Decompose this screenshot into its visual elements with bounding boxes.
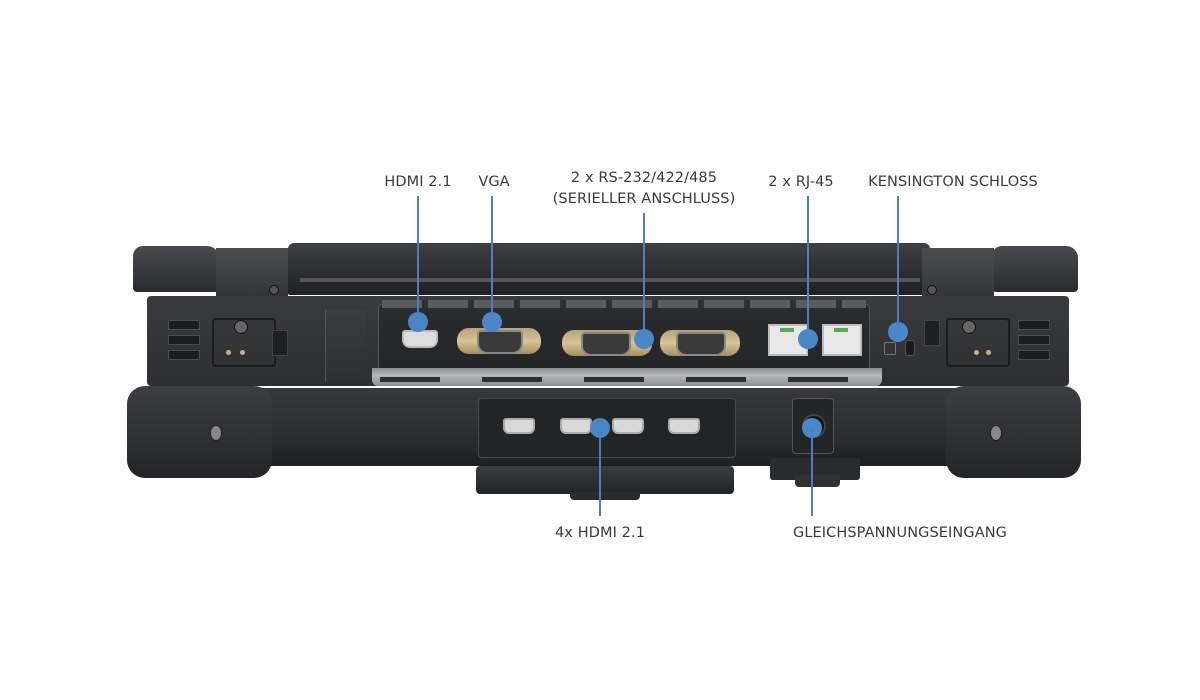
screw-icon: [269, 285, 279, 295]
port-panel-top-ribs: [382, 300, 866, 308]
marker-dot-rj45: [798, 329, 818, 349]
dock-connector: [476, 466, 734, 494]
screw-icon: [962, 320, 976, 334]
leader-line-serial: [643, 213, 645, 339]
left-hinge: [133, 246, 219, 292]
serial-port-2-inner: [676, 332, 726, 356]
left-bumper: [127, 386, 272, 478]
left-latch-area: [160, 310, 330, 380]
right-bumper: [946, 386, 1081, 478]
kensington-lock-slot: [905, 340, 915, 356]
leader-line-hdmi4: [599, 428, 601, 516]
leader-line-dc: [811, 428, 813, 516]
hdmi-port: [402, 330, 438, 348]
mini-hdmi-port-1: [503, 418, 535, 434]
leader-line-hdmi: [417, 196, 419, 322]
laptop-lid: [288, 243, 930, 295]
screw-icon: [990, 425, 1002, 441]
serial-port-1-inner: [581, 332, 631, 356]
latch-clip: [770, 458, 860, 480]
marker-dot-serial: [634, 329, 654, 349]
lock-icon: [884, 342, 896, 355]
screw-icon: [210, 425, 222, 441]
screw-icon: [927, 285, 937, 295]
right-hinge: [992, 246, 1078, 292]
left-door: [325, 310, 366, 382]
lid-edge: [300, 278, 920, 282]
leader-line-vga: [491, 196, 493, 322]
leader-line-kensington: [897, 196, 899, 332]
marker-dot-vga: [482, 312, 502, 332]
mini-hdmi-port-3: [612, 418, 644, 434]
label-hdmi: HDMI 2.1: [384, 174, 452, 190]
label-rj45: 2 x RJ-45: [768, 174, 834, 190]
vga-port-inner: [477, 330, 523, 354]
mini-hdmi-port-2: [560, 418, 592, 434]
screw-icon: [234, 320, 248, 334]
leader-line-rj45: [807, 196, 809, 339]
rj45-port-2: [822, 324, 862, 356]
label-serial-line1: 2 x RS-232/422/485: [570, 170, 718, 186]
mini-hdmi-port-4: [668, 418, 700, 434]
right-latch-area: [922, 310, 1062, 380]
label-kensington: KENSINGTON SCHLOSS: [868, 174, 1038, 190]
label-dc-in: GLEICHSPANNUNGSEINGANG: [792, 525, 1008, 541]
label-vga: VGA: [478, 174, 510, 190]
marker-dot-kensington: [888, 322, 908, 342]
label-hdmi4: 4x HDMI 2.1: [554, 525, 646, 541]
label-serial-line2: (SERIELLER ANSCHLUSS): [552, 191, 736, 207]
marker-dot-hdmi: [408, 312, 428, 332]
